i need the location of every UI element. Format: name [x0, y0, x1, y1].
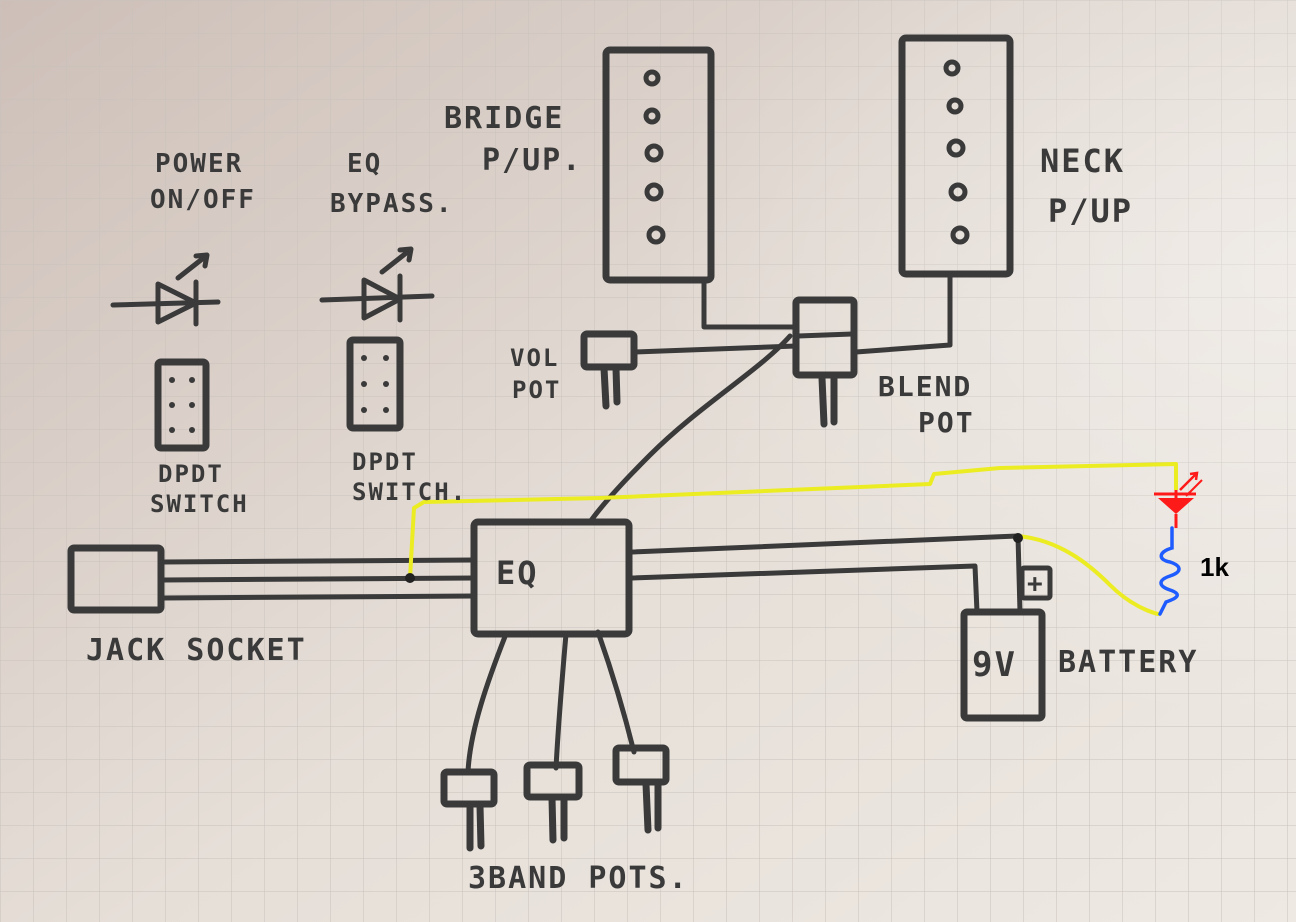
blend-pot-label-line1: BLEND	[878, 370, 972, 403]
neck-pickup-label-line2: P/UP	[1048, 192, 1133, 230]
blend-to-eq-wire	[587, 333, 793, 525]
battery-value-label: 9V	[972, 645, 1017, 685]
bridge-wire	[701, 277, 799, 330]
three-band-pots-label: 3BAND POTS.	[468, 861, 689, 896]
jack-socket	[67, 544, 477, 614]
blend-pot	[792, 296, 858, 428]
neck-wire	[853, 271, 953, 355]
band-pot-2	[523, 761, 583, 844]
blend-pot-label-line2: POT	[918, 406, 975, 439]
battery	[960, 608, 1046, 722]
power-label-line1: POWER	[155, 149, 243, 179]
neck-pickup	[898, 34, 1014, 278]
vol-pot-label-line1: VOL	[510, 344, 559, 372]
led-symbol-red	[1154, 471, 1203, 528]
dpdt-2-label-line1: DPDT	[352, 448, 418, 476]
junction-dot-battery	[1013, 533, 1023, 543]
battery-label: BATTERY	[1058, 645, 1198, 680]
dpdt-2-label-line2: SWITCH.	[352, 478, 467, 506]
power-label-line2: ON/OFF	[150, 185, 256, 215]
neck-pickup-label-line1: NECK	[1040, 142, 1125, 180]
band-pot-1	[440, 768, 498, 852]
eq-to-battery-wire-2	[629, 563, 980, 615]
junction-dot-jack	[405, 573, 415, 583]
eq-bypass-label-line1: EQ	[347, 149, 382, 179]
bridge-pickup-label-line1: BRIDGE	[444, 101, 564, 136]
vol-pot	[580, 330, 799, 410]
resistor-value-label: 1k	[1200, 552, 1229, 582]
power-led-symbol	[110, 252, 221, 327]
battery-plus-box	[1019, 565, 1053, 601]
bridge-pickup-label-line2: P/UP.	[482, 143, 582, 178]
eq-bypass-label-line2: BYPASS.	[330, 189, 454, 219]
eq-pot-wire-1	[465, 631, 509, 775]
band-pot-3	[612, 744, 670, 834]
dpdt-1-label-line2: SWITCH	[150, 490, 249, 518]
vol-pot-label-line2: POT	[512, 376, 561, 404]
dpdt-switch-2	[346, 336, 404, 432]
yellow-led-wire	[408, 462, 1178, 579]
resistor-symbol-blue	[1158, 526, 1181, 616]
eq-pot-wire-3	[595, 629, 637, 755]
jack-socket-label: JACK SOCKET	[86, 633, 307, 668]
dpdt-1-label-line1: DPDT	[158, 460, 224, 488]
battery-plus-label: +	[1027, 569, 1045, 599]
eq-label: EQ	[496, 554, 539, 592]
bridge-pickup	[602, 46, 715, 284]
eqbypass-led-symbol	[319, 246, 435, 323]
eq-pot-wire-2	[553, 631, 569, 771]
dpdt-switch-1	[154, 358, 210, 452]
yellow-battery-wire	[1016, 534, 1160, 616]
